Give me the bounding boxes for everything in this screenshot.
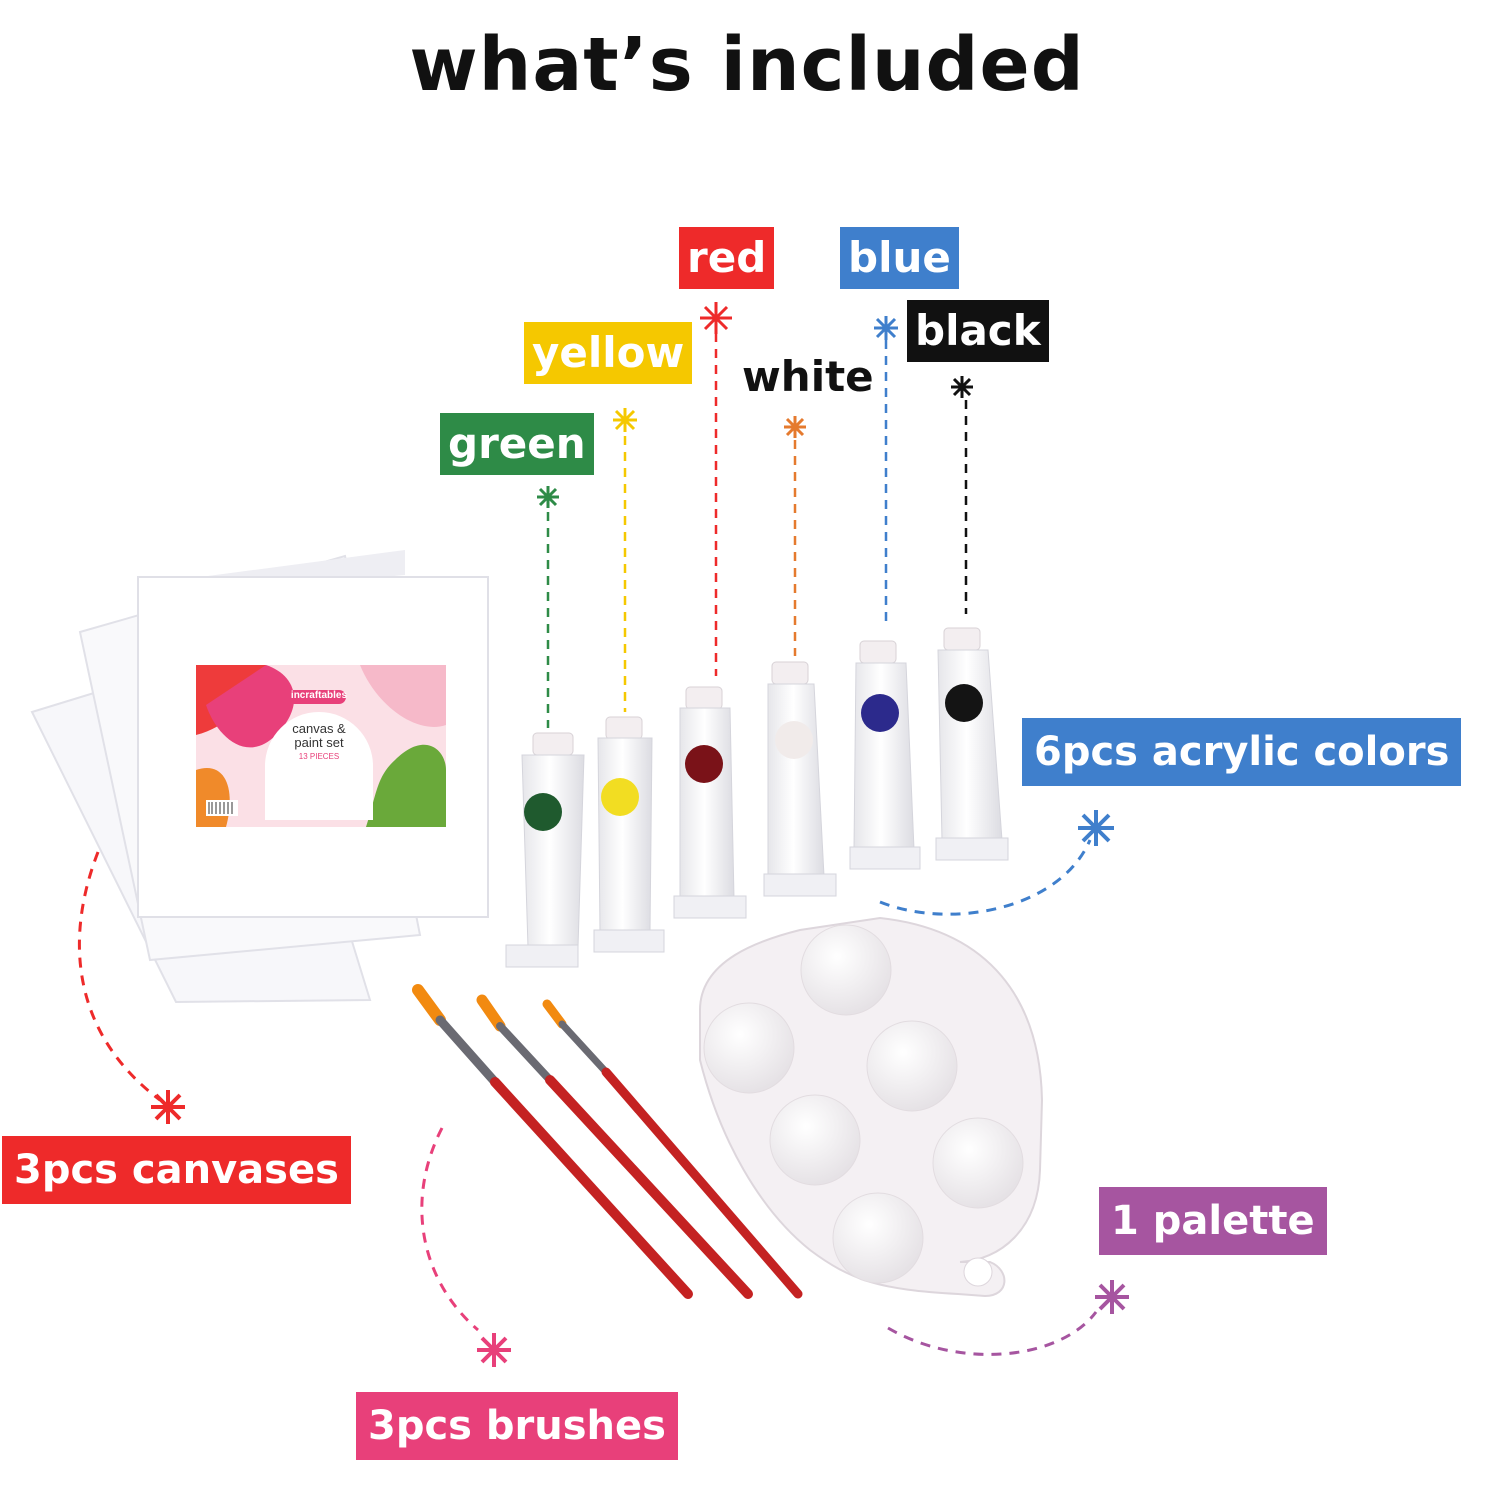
tag-yellow: yellow — [524, 322, 693, 384]
yellow-star-icon — [613, 408, 637, 432]
canvases-star-icon — [151, 1090, 185, 1124]
page-title: what’s included — [409, 22, 1085, 108]
product-line1: canvas & — [292, 721, 346, 736]
red-star-icon — [700, 302, 732, 334]
product-pieces: 13 PIECES — [298, 751, 340, 761]
black-star-icon — [951, 376, 973, 398]
product-line2: paint set — [294, 735, 344, 751]
tag-palette: 1 palette — [1099, 1187, 1327, 1255]
brushes — [412, 984, 803, 1299]
tag-red: red — [679, 227, 775, 289]
tag-brushes: 3pcs brushes — [356, 1392, 678, 1460]
tag-canvases: 3pcs canvases — [2, 1136, 351, 1204]
tag-black: black — [907, 300, 1049, 362]
brushes-star-icon — [477, 1333, 511, 1367]
tag-green: green — [440, 413, 594, 475]
tag-acrylic-colors: 6pcs acrylic colors — [1022, 718, 1462, 786]
paint-tubes — [505, 627, 1009, 968]
blue-star-icon — [874, 316, 898, 340]
tube-blue — [849, 640, 921, 870]
tube-white — [763, 661, 837, 897]
product-label — [196, 665, 446, 827]
palette-star-icon — [1095, 1280, 1129, 1314]
green-star-icon — [537, 486, 559, 508]
product-brand: incraftables — [290, 690, 348, 701]
white-star-icon — [784, 416, 806, 438]
tube-black — [935, 627, 1009, 861]
tag-white: white — [742, 352, 874, 401]
tag-blue: blue — [840, 227, 959, 289]
acrylics-star-icon — [1078, 810, 1114, 846]
palette — [699, 916, 1044, 1298]
tube-yellow — [593, 716, 665, 953]
tube-red — [673, 686, 747, 919]
tube-green — [505, 732, 585, 968]
canvas-stack — [30, 550, 489, 1004]
